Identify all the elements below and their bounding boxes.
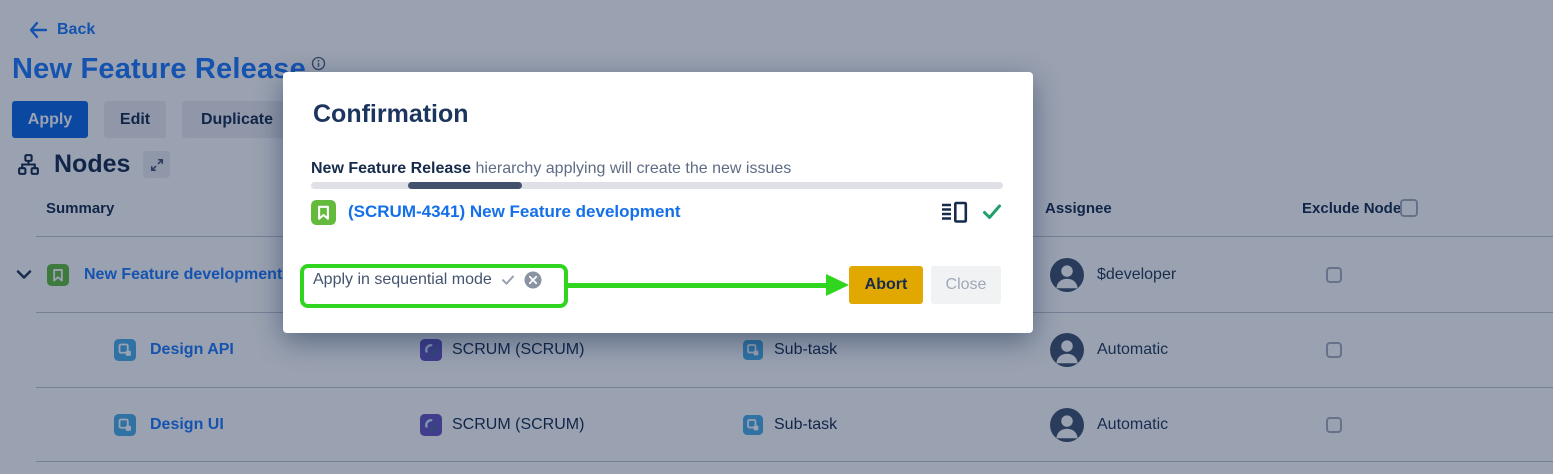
table-row[interactable]: New Feature development $developer (0, 237, 1553, 312)
hierarchy-icon (16, 152, 41, 177)
duplicate-button[interactable]: Duplicate (182, 101, 293, 138)
expand-nodes-button[interactable] (143, 151, 171, 178)
chip-check-icon (501, 273, 515, 287)
avatar (1050, 407, 1084, 442)
dialog-message-rest: hierarchy applying will create the new i… (471, 160, 792, 177)
story-icon (311, 199, 336, 225)
subtask-type-icon (743, 414, 763, 435)
annotation-highlight-box (300, 264, 568, 308)
edit-button[interactable]: Edit (104, 101, 166, 138)
issue-summary-link[interactable]: Design API (150, 341, 234, 358)
subtask-type-icon (743, 340, 763, 360)
abort-button[interactable]: Abort (849, 266, 923, 304)
exclude-node-checkbox[interactable] (1326, 416, 1342, 433)
project-value[interactable]: SCRUM (SCRUM) (452, 341, 585, 358)
created-issue-link[interactable]: (SCRUM-4341) New Feature development (348, 202, 681, 221)
back-button[interactable]: Back (28, 21, 95, 39)
dialog-message: New Feature Release hierarchy applying w… (311, 160, 791, 178)
collapse-chevron-icon[interactable] (16, 269, 32, 280)
exclude-node-checkbox[interactable] (1326, 266, 1342, 283)
sequential-mode-chip[interactable]: Apply in sequential mode (313, 271, 542, 289)
column-header-summary[interactable]: Summary (46, 200, 115, 217)
avatar (1050, 333, 1084, 367)
info-icon[interactable] (311, 56, 326, 71)
project-icon (420, 413, 442, 436)
creating-issue-row: (SCRUM-4341) New Feature development (311, 198, 1003, 226)
issue-type-value[interactable]: Sub-task (774, 341, 838, 358)
issue-summary-link[interactable]: Design UI (150, 415, 224, 433)
nodes-section-title: Nodes (54, 150, 131, 178)
assignee-value[interactable]: Automatic (1097, 415, 1169, 433)
exclude-node-checkbox[interactable] (1326, 342, 1342, 358)
subtask-icon (114, 339, 136, 361)
column-header-assignee[interactable]: Assignee (1045, 200, 1112, 217)
assignee-value[interactable]: $developer (1097, 265, 1177, 283)
progress-bar-fill (407, 182, 523, 189)
sequential-mode-label: Apply in sequential mode (313, 271, 492, 288)
confirmation-dialog: Confirmation New Feature Release hierarc… (283, 72, 1033, 333)
issue-type-value[interactable]: Sub-task (774, 415, 838, 433)
table-row[interactable]: Design API SCRUM (SCRUM) Sub-task Automa… (0, 313, 1553, 387)
table-row[interactable]: Design UI SCRUM (SCRUM) Sub-task Automat… (0, 388, 1553, 461)
dialog-message-hierarchy-name: New Feature Release (311, 160, 472, 177)
assignee-value[interactable]: Automatic (1097, 341, 1169, 358)
table-divider (36, 461, 1553, 462)
toolbar: Apply Edit Duplicate (12, 101, 293, 138)
dialog-title: Confirmation (313, 100, 469, 128)
story-icon (47, 263, 69, 286)
table-divider (36, 387, 1553, 388)
apply-button[interactable]: Apply (12, 101, 88, 138)
chip-remove-icon[interactable] (524, 271, 542, 289)
expand-icon (150, 158, 164, 172)
close-button[interactable]: Close (931, 266, 1001, 304)
success-check-icon (981, 201, 1003, 223)
issue-summary-link[interactable]: New Feature development (84, 265, 283, 283)
annotation-arrow-head-icon (826, 274, 849, 296)
page-title: New Feature Release (12, 53, 306, 85)
details-panel-icon[interactable] (941, 201, 968, 224)
annotation-arrow-line (568, 283, 830, 288)
progress-bar (311, 182, 1003, 189)
column-header-exclude-node[interactable]: Exclude Node (1302, 200, 1402, 217)
avatar (1050, 257, 1084, 292)
exclude-all-checkbox[interactable] (1400, 199, 1418, 217)
back-arrow-icon (28, 21, 48, 39)
subtask-icon (114, 413, 136, 436)
back-label: Back (57, 21, 96, 38)
project-icon (420, 339, 442, 361)
project-value[interactable]: SCRUM (SCRUM) (452, 415, 585, 433)
